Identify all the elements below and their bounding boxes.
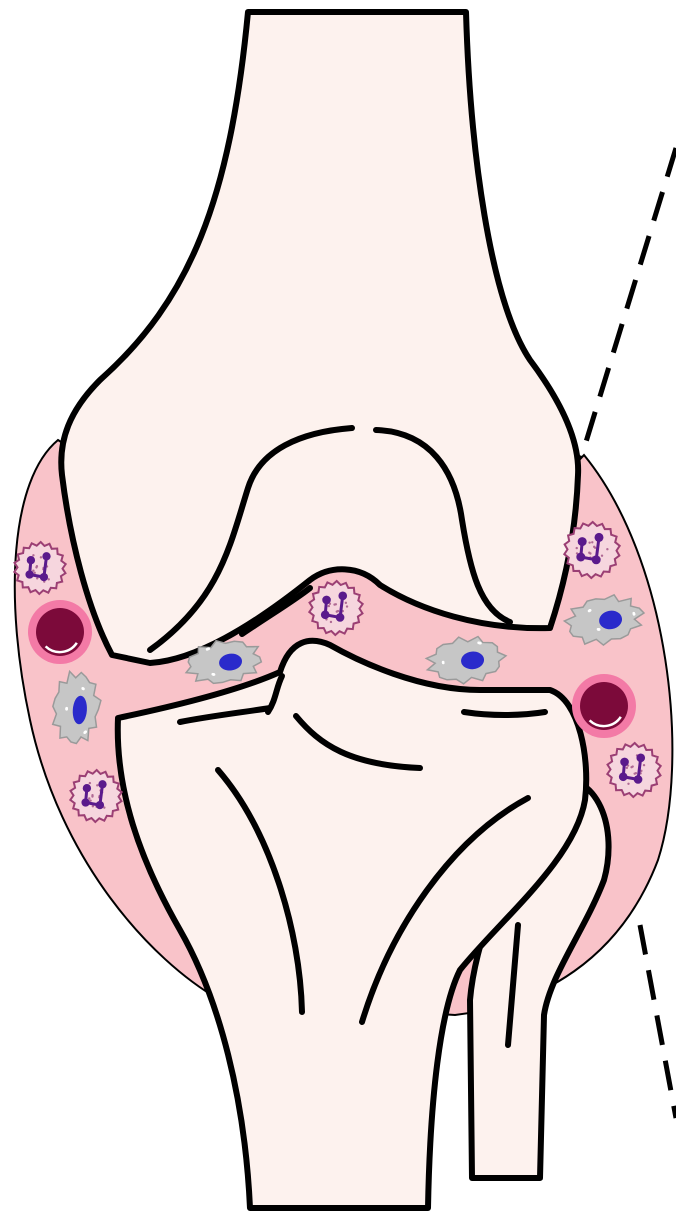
red-blood-cell [28,600,92,664]
zoom-line-upper [578,148,676,468]
zoom-line-lower [640,925,676,1118]
red-blood-cell [572,674,636,738]
femur [61,12,578,663]
